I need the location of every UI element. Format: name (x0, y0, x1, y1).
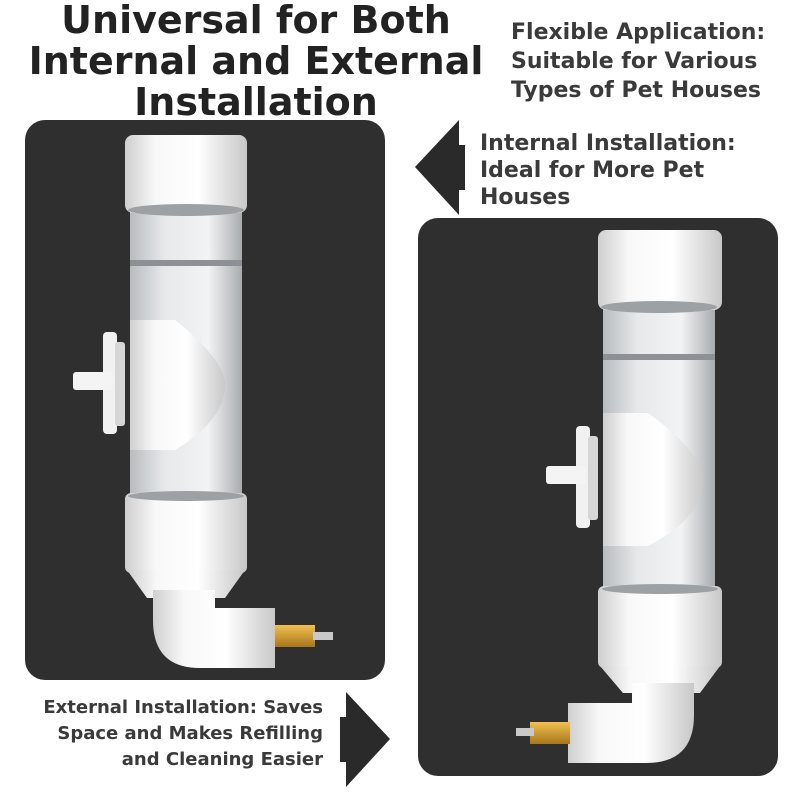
flexible-caption-line-2: Suitable for Various (511, 49, 758, 74)
bottle-cap (125, 135, 247, 213)
bottle-cap (598, 230, 722, 310)
nozzle-brass (530, 722, 570, 744)
flexible-caption-line-3: Types of Pet Houses (511, 78, 762, 103)
water-line (603, 354, 715, 360)
nozzle-tip (313, 632, 333, 640)
water-bottle-external-illustration (73, 135, 333, 668)
nozzle-tip (516, 728, 534, 736)
internal-caption-line-1: Internal Installation: (480, 131, 736, 156)
bottle-collar (598, 586, 722, 668)
flexible-caption-line-1: Flexible Application: (511, 20, 766, 45)
internal-caption-line-2: Ideal for More Pet (480, 158, 705, 183)
headline: Universal for Both Internal and External… (10, 0, 502, 123)
external-caption-line-3: and Cleaning Easier (121, 749, 323, 770)
mounting-bracket (130, 320, 225, 450)
mounting-knob (73, 372, 113, 390)
external-installation-caption: External Installation: Saves Space and M… (10, 695, 323, 773)
external-installation-photo (25, 120, 385, 680)
water-line (130, 260, 242, 266)
headline-line-1: Universal for Both (61, 0, 451, 42)
bottle-collar (125, 493, 247, 573)
headline-line-2: Internal and External (28, 39, 484, 83)
mounting-knob (546, 466, 586, 484)
internal-installation-photo (418, 218, 778, 776)
external-caption-line-2: Space and Makes Refilling (57, 723, 323, 744)
water-bottle-internal-illustration (516, 230, 722, 763)
flexible-application-caption: Flexible Application: Suitable for Vario… (511, 18, 765, 105)
arrow-right-icon (340, 692, 390, 787)
nozzle-brass (275, 625, 315, 647)
external-caption-line-1: External Installation: Saves (43, 697, 323, 718)
internal-installation-caption: Internal Installation: Ideal for More Pe… (480, 130, 736, 211)
bottle-elbow (568, 683, 694, 763)
headline-line-3: Installation (134, 80, 378, 124)
internal-caption-line-3: Houses (480, 185, 571, 210)
mounting-bracket (603, 413, 703, 546)
arrow-left-icon (415, 120, 465, 215)
bottle-elbow (153, 590, 275, 668)
